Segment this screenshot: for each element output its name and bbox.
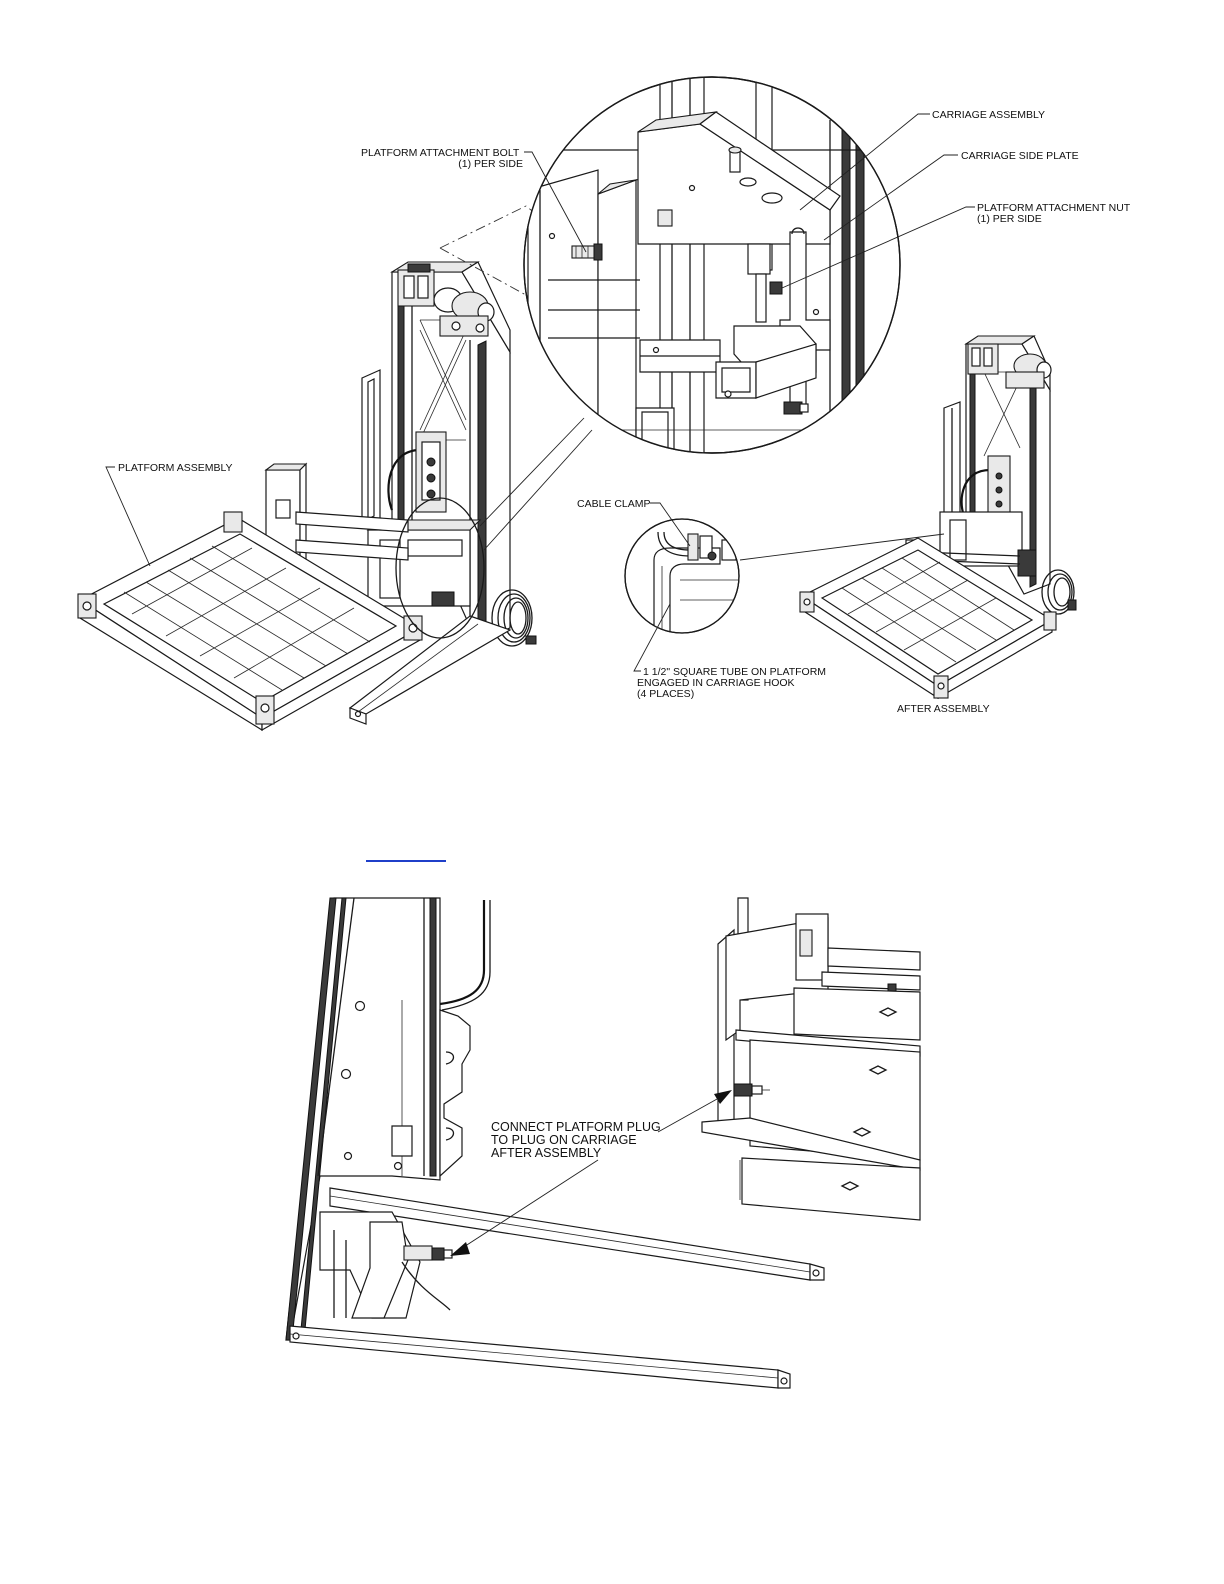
label-connect-line2: TO PLUG ON CARRIAGE xyxy=(491,1133,637,1147)
detail-circle-cable-clamp xyxy=(625,519,740,640)
detail-circle-carriage-hook xyxy=(524,70,900,472)
label-square-tube-line3: (4 PLACES) xyxy=(637,688,694,700)
label-connect-line3: AFTER ASSEMBLY xyxy=(491,1146,602,1160)
label-connect-line1: CONNECT PLATFORM PLUG xyxy=(491,1120,661,1134)
label-platform-assembly: PLATFORM ASSEMBLY xyxy=(118,462,233,474)
figure-1-exploded-view: PLATFORM ATTACHMENT BOLT (1) PER SIDE CA… xyxy=(78,70,1131,730)
label-platform-attachment-bolt-qty: (1) PER SIDE xyxy=(458,158,523,170)
figure-2-plug-connection: CONNECT PLATFORM PLUG TO PLUG ON CARRIAG… xyxy=(286,898,920,1388)
arrowhead-carriage-plug xyxy=(450,1242,470,1256)
label-after-assembly: AFTER ASSEMBLY xyxy=(897,703,990,715)
label-carriage-side-plate: CARRIAGE SIDE PLATE xyxy=(961,150,1079,162)
label-cable-clamp: CABLE CLAMP xyxy=(577,498,651,510)
label-carriage-assembly: CARRIAGE ASSEMBLY xyxy=(932,109,1045,121)
platform-plug-view xyxy=(702,898,920,1220)
label-platform-attachment-nut-qty: (1) PER SIDE xyxy=(977,213,1042,225)
